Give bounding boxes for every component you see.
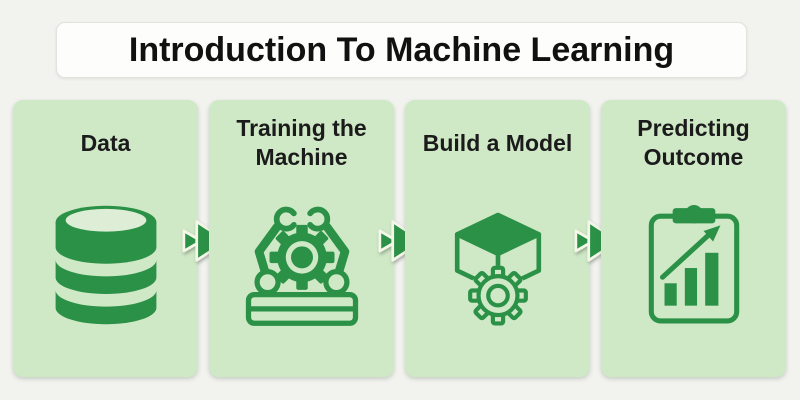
card-data-icon-area	[43, 172, 169, 377]
trend-arrow-icon	[659, 224, 720, 280]
cube-gear-icon	[454, 212, 541, 326]
card-data: Data	[13, 100, 198, 377]
gripper-claw-icon	[273, 206, 297, 232]
robot-machine-icon	[245, 206, 358, 326]
database-icon	[55, 205, 156, 324]
card-predicting-icon-area	[643, 172, 745, 377]
card-build-label: Build a Model	[422, 129, 573, 156]
diagram-title-box: Introduction To Machine Learning	[56, 22, 747, 78]
gear-icon	[269, 224, 334, 290]
clipboard-clip	[672, 207, 715, 223]
gripper-claw-icon	[306, 206, 330, 232]
clipboard-chart-icon	[648, 204, 739, 323]
card-training-icon-area	[235, 172, 369, 377]
card-data-label: Data	[80, 129, 131, 156]
card-predicting-outcome: Predicting Outcome	[601, 100, 786, 377]
card-build-icon-area	[447, 172, 549, 377]
gear-icon	[467, 265, 528, 326]
diagram-title: Introduction To Machine Learning	[128, 30, 675, 69]
bar-chart-icon	[664, 252, 718, 306]
card-build-model: Build a Model	[405, 100, 590, 377]
card-predicting-label: Predicting Outcome	[637, 115, 750, 170]
card-training-machine: Training the Machine	[209, 100, 394, 377]
card-training-label: Training the Machine	[236, 115, 367, 170]
